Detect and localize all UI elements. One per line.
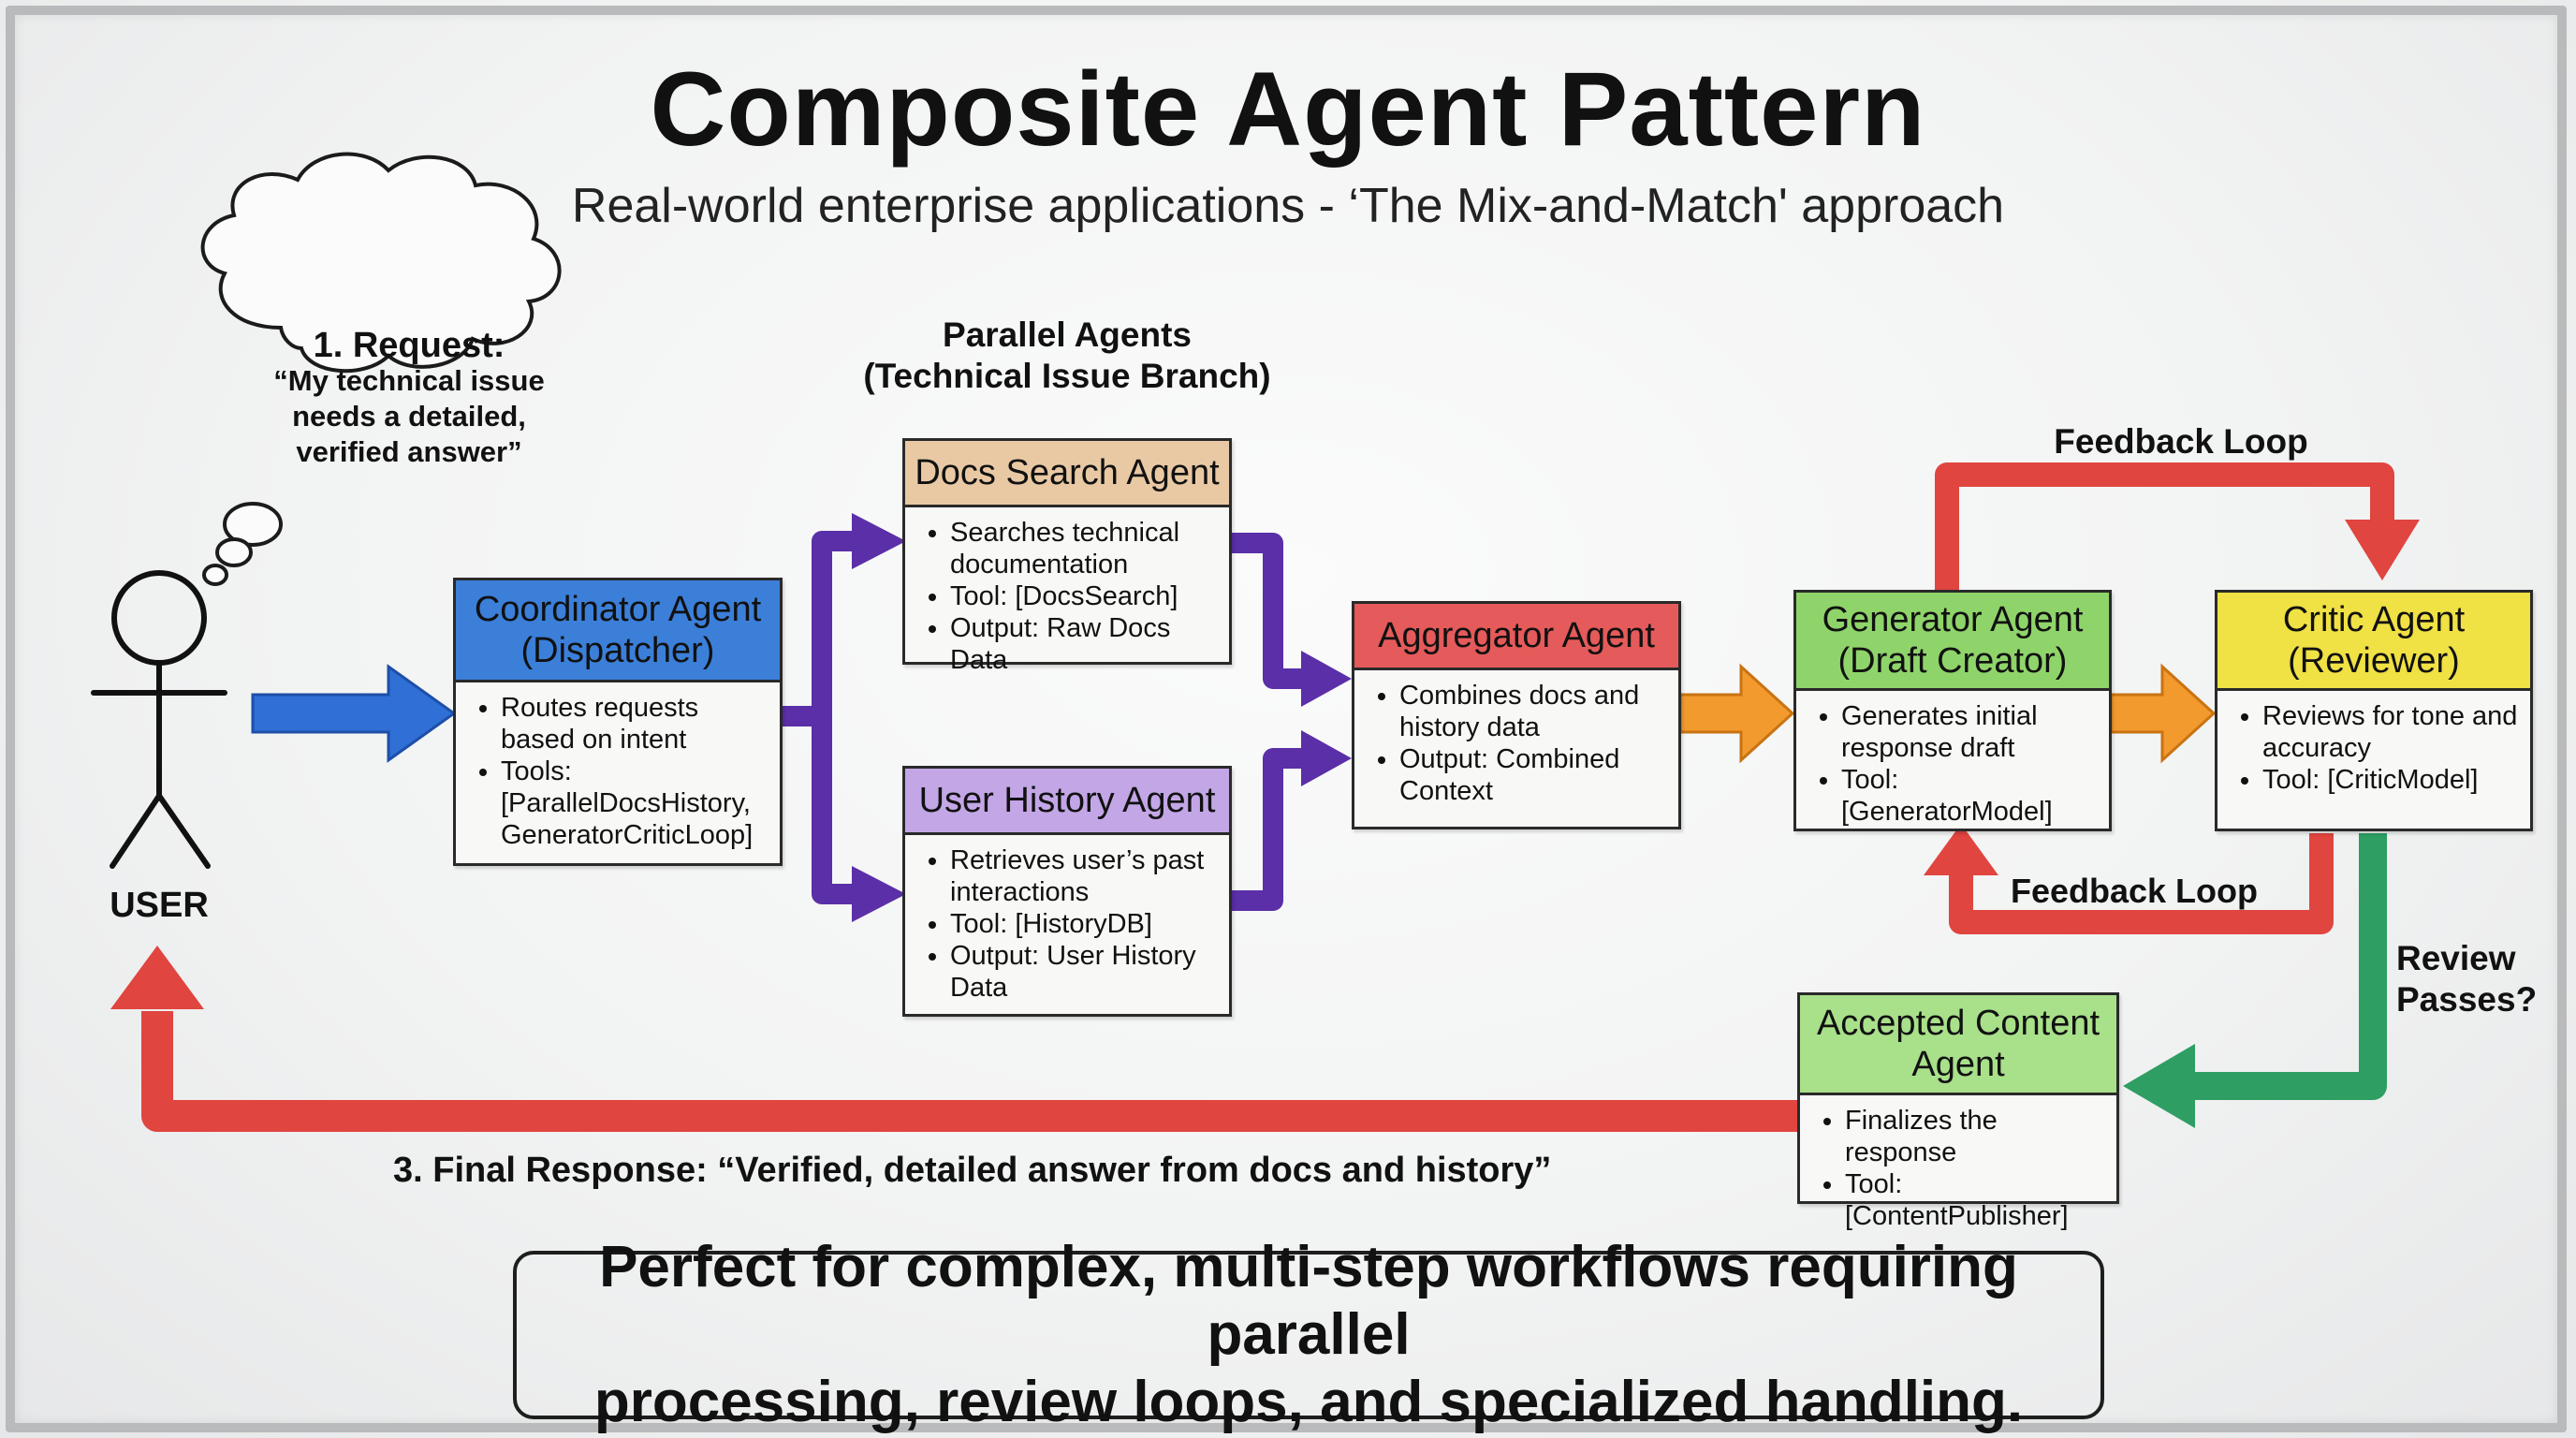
request-line-4: verified answer”: [296, 435, 522, 468]
accepted-content-agent-subtitle: Agent: [1911, 1045, 2005, 1084]
critic-agent-bullets: Reviews for tone and accuracy Tool: [Cri…: [2217, 700, 2530, 796]
accepted-content-bullet: Tool: [ContentPublisher]: [1845, 1168, 2107, 1232]
critic-bullet: Tool: [CriticModel]: [2262, 764, 2521, 796]
coordinator-to-parallel-arrows: [782, 531, 861, 904]
critic-agent-title: Critic Agent: [2282, 600, 2466, 639]
user-history-agent-bullets: Retrieves user’s past interactions Tool:…: [905, 844, 1229, 1004]
generator-agent-subtitle: (Draft Creator): [1837, 641, 2068, 681]
page-title: Composite Agent Pattern: [650, 51, 1926, 168]
review-passes-arrow: [2123, 833, 2387, 1128]
bottom-feedback-loop-arrow: [1924, 824, 2334, 934]
request-line-1: 1. Request:: [313, 326, 505, 365]
docs-search-bullet: Tool: [DocsSearch]: [950, 580, 1220, 612]
aggregator-agent-title: Aggregator Agent: [1378, 616, 1655, 655]
parallel-to-aggregator-arrows: [1231, 533, 1310, 911]
final-response-arrow: [110, 946, 1797, 1132]
docs-search-agent-title: Docs Search Agent: [915, 453, 1220, 492]
user-history-bullet: Output: User History Data: [950, 940, 1220, 1004]
user-stick-figure-icon: [91, 570, 227, 869]
generator-bullet: Generates initial response draft: [1841, 700, 2100, 764]
coordinator-to-parallel-arrowheads: [852, 513, 906, 922]
user-to-coordinator-arrow: [251, 664, 457, 763]
accepted-content-agent-bullets: Finalizes the response Tool: [ContentPub…: [1800, 1105, 2116, 1232]
docs-search-agent-bullets: Searches technical documentation Tool: […: [905, 517, 1229, 676]
parallel-agents-label: Parallel Agents (Technical Issue Branch): [842, 315, 1292, 397]
generator-agent-bullets: Generates initial response draft Tool: […: [1796, 700, 2109, 828]
generator-agent-title: Generator Agent: [1822, 600, 2084, 639]
thought-bubble: [200, 152, 562, 586]
accepted-content-bullet: Finalizes the response: [1845, 1105, 2107, 1168]
docs-search-bullet: Searches technical documentation: [950, 517, 1220, 580]
coordinator-agent-header: Coordinator Agent (Dispatcher): [456, 580, 780, 682]
request-text: 1. Request: “My technical issue needs a …: [245, 328, 573, 470]
user-history-agent-box: User History Agent Retrieves user’s past…: [902, 766, 1232, 1017]
feedback-loop-bottom-label: Feedback Loop: [2010, 872, 2259, 910]
whiteboard-frame: [6, 6, 2567, 1432]
generator-to-critic-arrow: [2109, 663, 2217, 764]
request-line-3: needs a detailed,: [292, 400, 526, 433]
generator-bullet: Tool: [GeneratorModel]: [1841, 764, 2100, 828]
generator-agent-header: Generator Agent (Draft Creator): [1796, 593, 2109, 691]
coordinator-agent-subtitle: (Dispatcher): [520, 631, 715, 670]
user-history-agent-header: User History Agent: [905, 769, 1229, 835]
aggregator-bullet: Combines docs and history data: [1399, 680, 1669, 743]
aggregator-agent-bullets: Combines docs and history data Output: C…: [1354, 680, 1678, 807]
summary-box: Perfect for complex, multi-step workflow…: [513, 1235, 2104, 1434]
feedback-loop-top-label: Feedback Loop: [2054, 422, 2308, 461]
user-history-agent-title: User History Agent: [918, 781, 1216, 820]
accepted-content-agent-box: Accepted Content Agent Finalizes the res…: [1797, 992, 2119, 1231]
coordinator-agent-box: Coordinator Agent (Dispatcher) Routes re…: [453, 578, 783, 866]
top-feedback-loop-arrow: [1935, 462, 2420, 590]
coordinator-agent-title: Coordinator Agent: [474, 590, 762, 629]
review-passes-label: Review Passes?: [2396, 938, 2538, 1020]
parallel-label-line-1: Parallel Agents: [943, 315, 1192, 354]
request-line-2: “My technical issue: [273, 364, 545, 397]
aggregator-to-generator-arrow: [1678, 663, 1795, 764]
parallel-label-line-2: (Technical Issue Branch): [863, 357, 1271, 395]
docs-search-agent-header: Docs Search Agent: [905, 441, 1229, 507]
review-passes-line-1: Review: [2396, 939, 2516, 977]
docs-search-bullet: Output: Raw Docs Data: [950, 612, 1220, 676]
docs-search-agent-box: Docs Search Agent Searches technical doc…: [902, 438, 1232, 675]
coordinator-bullet: Routes requests based on intent: [501, 692, 770, 756]
coordinator-agent-bullets: Routes requests based on intent Tools: […: [456, 692, 780, 851]
critic-agent-header: Critic Agent (Reviewer): [2217, 593, 2530, 691]
aggregator-agent-box: Aggregator Agent Combines docs and histo…: [1352, 601, 1681, 829]
thought-bubble-dot-large: [223, 502, 283, 547]
review-passes-line-2: Passes?: [2396, 980, 2538, 1019]
generator-agent-box: Generator Agent (Draft Creator) Generate…: [1793, 590, 2112, 831]
parallel-to-aggregator-arrowheads: [1301, 651, 1352, 786]
aggregator-bullet: Output: Combined Context: [1399, 743, 1669, 807]
user-label: USER: [110, 886, 209, 925]
final-response-label: 3. Final Response: “Verified, detailed a…: [393, 1151, 1552, 1190]
accepted-content-agent-title: Accepted Content: [1816, 1004, 2100, 1043]
aggregator-agent-header: Aggregator Agent: [1354, 604, 1678, 670]
coordinator-bullet: Tools: [ParallelDocsHistory, GeneratorCr…: [501, 756, 770, 851]
critic-bullet: Reviews for tone and accuracy: [2262, 700, 2521, 764]
thought-bubble-dot-small: [202, 564, 228, 586]
critic-agent-box: Critic Agent (Reviewer) Reviews for tone…: [2215, 590, 2533, 831]
user-history-bullet: Tool: [HistoryDB]: [950, 908, 1220, 940]
user-history-bullet: Retrieves user’s past interactions: [950, 844, 1220, 908]
thought-bubble-dot-medium: [215, 537, 253, 567]
page-subtitle: Real-world enterprise applications - ‘Th…: [571, 179, 2005, 233]
accepted-content-agent-header: Accepted Content Agent: [1800, 995, 2116, 1095]
critic-agent-subtitle: (Reviewer): [2288, 641, 2460, 681]
